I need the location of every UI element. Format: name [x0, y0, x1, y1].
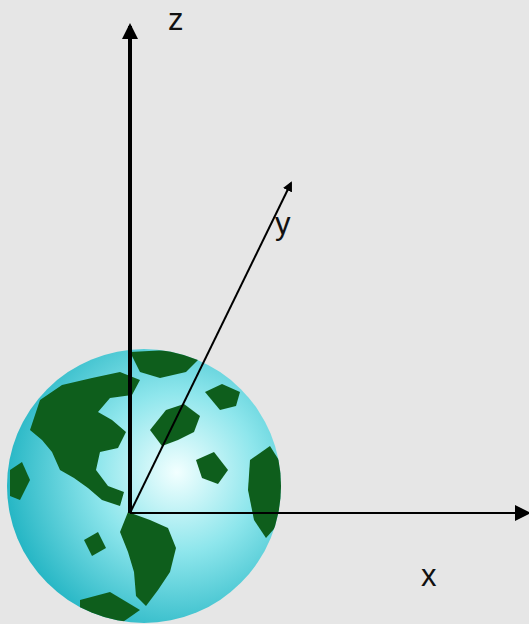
y-axis	[130, 183, 291, 513]
axis-label: y	[275, 208, 291, 239]
axis-label: z	[168, 4, 184, 35]
globe	[7, 349, 285, 624]
axis-label: x	[421, 560, 437, 591]
x-axis	[130, 512, 528, 514]
z-axis	[128, 26, 132, 513]
